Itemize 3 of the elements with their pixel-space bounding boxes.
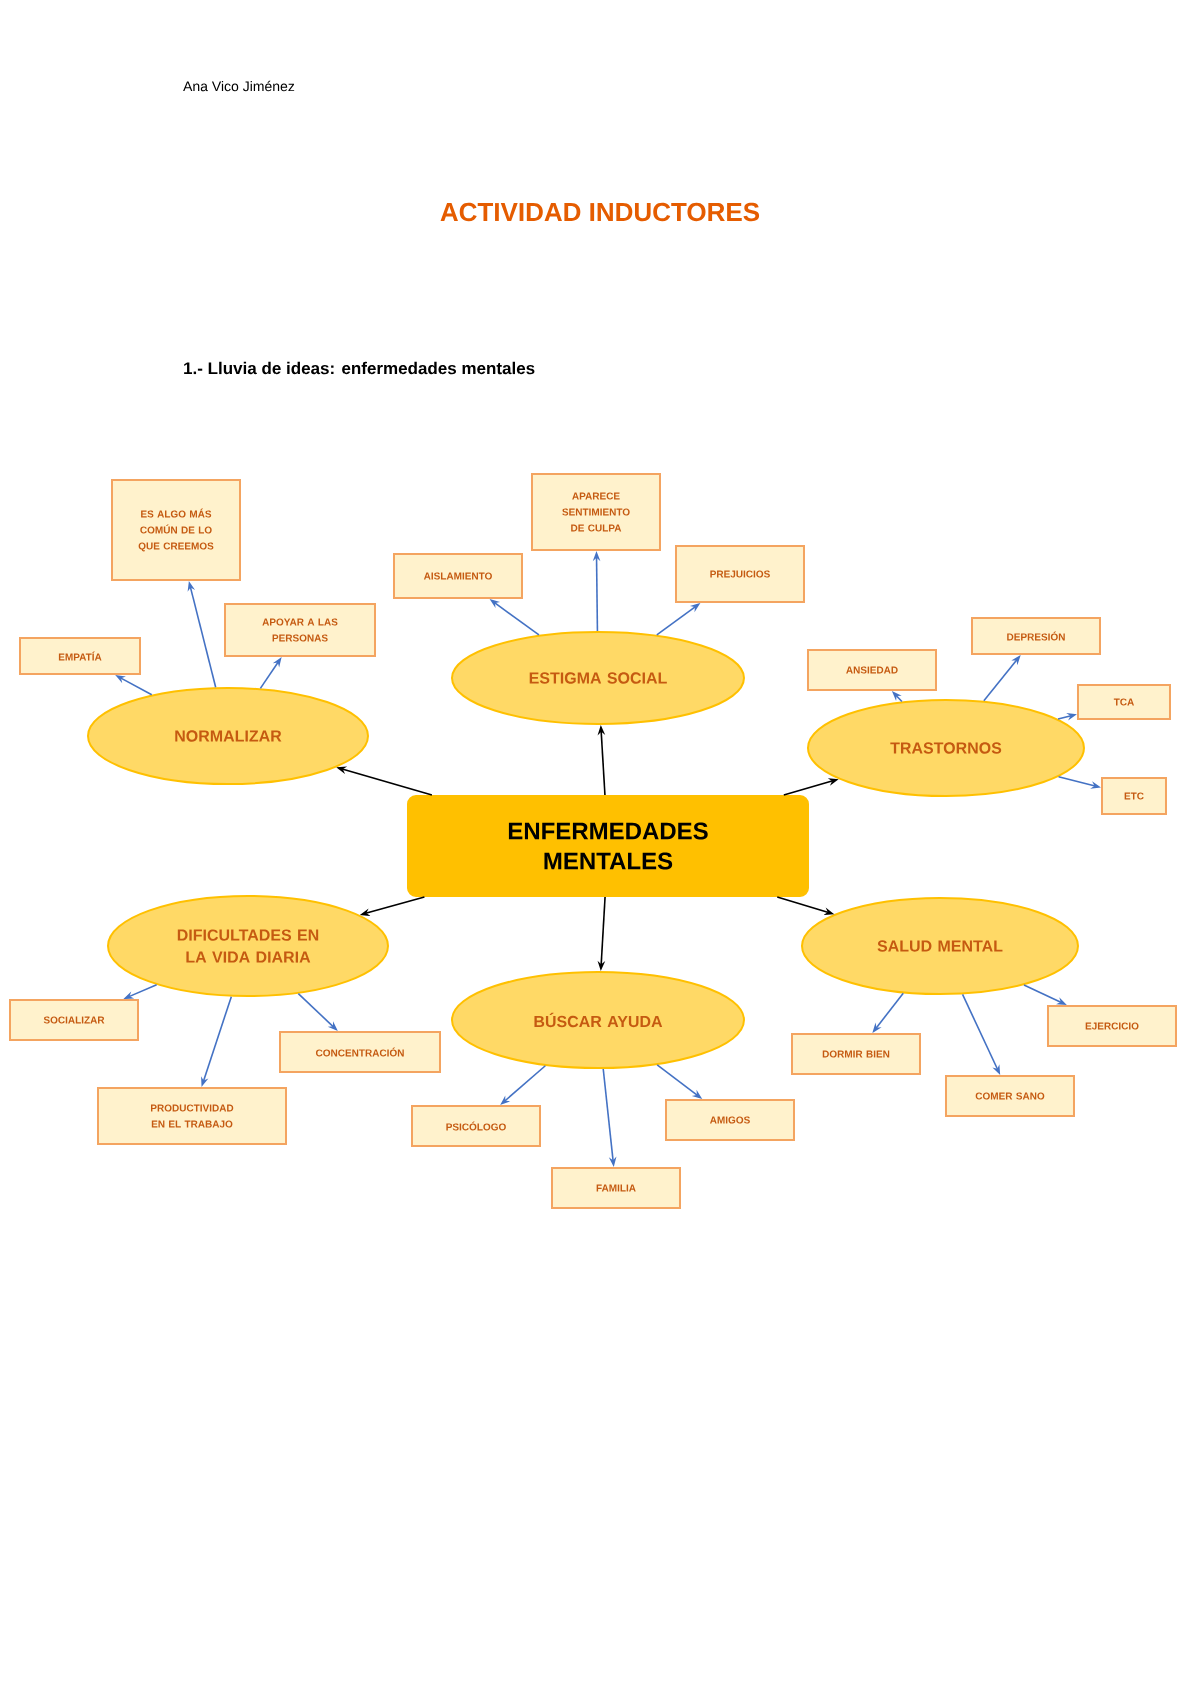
section-heading: 1.- Lluvia de ideas: enfermedades mentales [184, 361, 535, 375]
title: ACTIVIDAD INDUCTORES [440, 202, 760, 222]
central-box: ENFERMEDADES MENTALES [407, 795, 809, 897]
